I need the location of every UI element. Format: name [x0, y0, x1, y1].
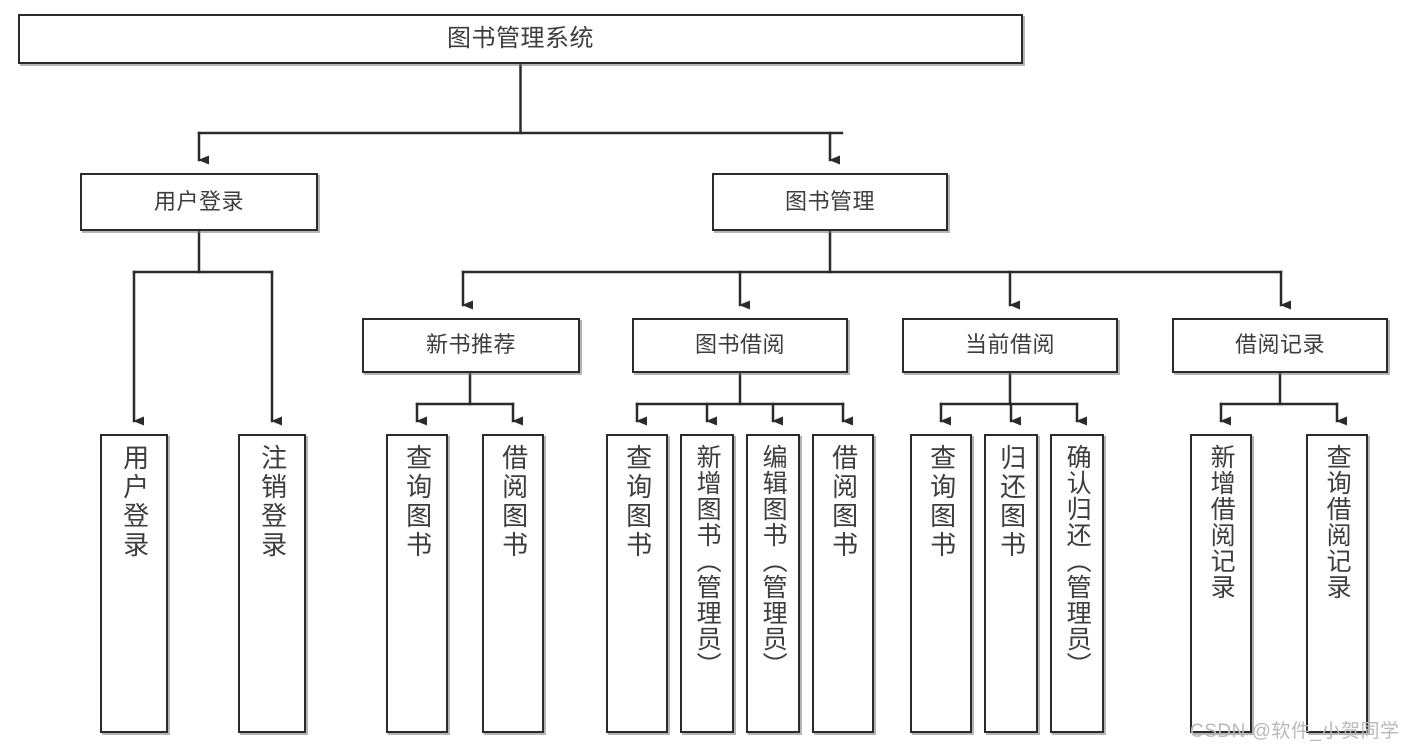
node-borrow-record-label: 借阅记录	[1234, 332, 1325, 358]
node-root-system-label: 图书管理系统	[447, 24, 594, 52]
leaf-current-borrow-return-label: 归还图书	[996, 444, 1027, 560]
leaf-current-borrow-return[interactable]: 归还图书	[984, 434, 1038, 733]
node-book-management[interactable]: 图书管理	[712, 173, 948, 231]
leaf-book-borrow-borrow[interactable]: 借阅图书	[812, 434, 874, 733]
leaf-book-borrow-edit[interactable]: 编辑图书（管理员）	[746, 434, 800, 733]
node-book-borrow-label: 图书借阅	[694, 332, 785, 358]
leaf-user-login-logout-label: 注销登录	[257, 444, 288, 560]
leaf-new-book-query-label: 查询图书	[402, 444, 433, 560]
leaf-user-login-login[interactable]: 用户登录	[100, 434, 168, 733]
leaf-book-borrow-query[interactable]: 查询图书	[606, 434, 668, 733]
node-user-login[interactable]: 用户登录	[80, 173, 318, 231]
csdn-watermark: CSDN @软件_小贺同学	[1190, 721, 1400, 742]
leaf-book-borrow-add[interactable]: 新增图书（管理员）	[680, 434, 734, 733]
node-current-borrow[interactable]: 当前借阅	[902, 318, 1118, 373]
leaf-borrow-record-query-label: 查询借阅记录	[1323, 444, 1352, 600]
leaf-borrow-record-add[interactable]: 新增借阅记录	[1190, 434, 1252, 733]
node-new-book-recommend-label: 新书推荐	[425, 332, 516, 358]
node-new-book-recommend[interactable]: 新书推荐	[362, 318, 580, 373]
node-root-system[interactable]: 图书管理系统	[18, 14, 1023, 64]
leaf-user-login-logout[interactable]: 注销登录	[238, 434, 306, 733]
node-book-management-label: 图书管理	[784, 188, 875, 214]
leaf-book-borrow-borrow-label: 借阅图书	[828, 444, 859, 560]
node-borrow-record[interactable]: 借阅记录	[1172, 318, 1388, 373]
leaf-book-borrow-query-label: 查询图书	[622, 444, 653, 560]
leaf-current-borrow-query-label: 查询图书	[926, 444, 957, 560]
leaf-user-login-login-label: 用户登录	[119, 444, 150, 560]
leaf-current-borrow-confirm-return-label: 确认归还（管理员）	[1063, 444, 1092, 678]
leaf-current-borrow-confirm-return[interactable]: 确认归还（管理员）	[1050, 434, 1104, 733]
leaf-new-book-borrow[interactable]: 借阅图书	[482, 434, 544, 733]
leaf-new-book-borrow-label: 借阅图书	[498, 444, 529, 560]
leaf-book-borrow-add-label: 新增图书（管理员）	[693, 444, 722, 678]
leaf-book-borrow-edit-label: 编辑图书（管理员）	[759, 444, 788, 678]
node-book-borrow[interactable]: 图书借阅	[632, 318, 848, 373]
leaf-new-book-query[interactable]: 查询图书	[386, 434, 448, 733]
node-current-borrow-label: 当前借阅	[964, 332, 1055, 358]
leaf-borrow-record-add-label: 新增借阅记录	[1207, 444, 1236, 600]
leaf-current-borrow-query[interactable]: 查询图书	[910, 434, 972, 733]
node-user-login-label: 用户登录	[153, 188, 244, 214]
leaf-borrow-record-query[interactable]: 查询借阅记录	[1306, 434, 1368, 733]
